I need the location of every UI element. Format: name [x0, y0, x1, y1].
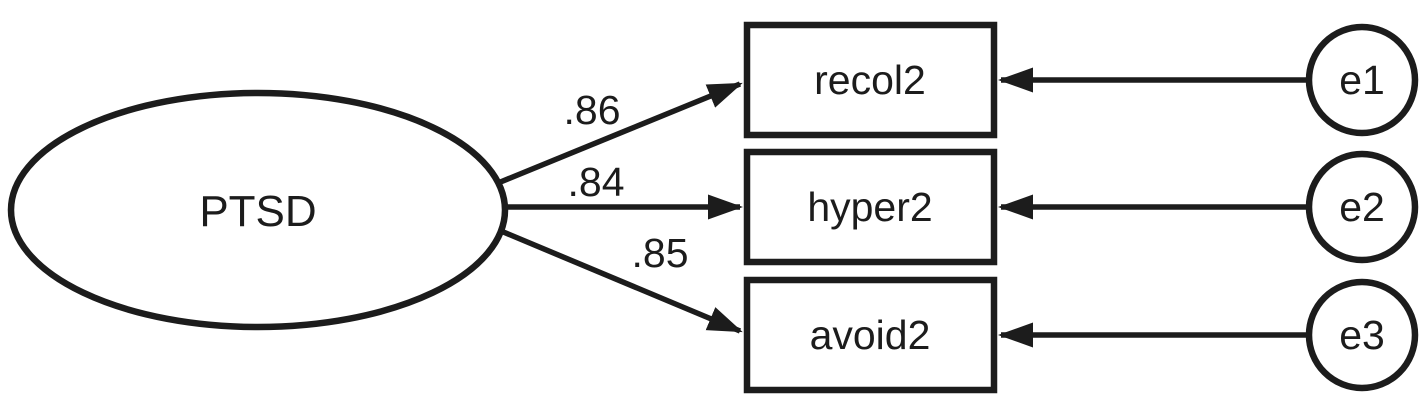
error-node-label: e1: [1339, 57, 1385, 103]
error-node-label: e2: [1339, 184, 1385, 230]
observed-node-hyper2: [743, 148, 998, 266]
loading-value-avoid2: .85: [632, 230, 689, 276]
observed-node-label: recol2: [814, 57, 926, 103]
error-node-e1: [1305, 23, 1419, 137]
error-node-e2: [1305, 150, 1419, 264]
observed-node-label: avoid2: [810, 312, 931, 358]
loading-value-recol2: .86: [564, 87, 621, 133]
loading-value-hyper2: .84: [568, 159, 625, 205]
observed-node-recol2: [743, 21, 998, 139]
observed-node-label: hyper2: [807, 184, 932, 230]
loading-path-avoid2: [499, 228, 743, 334]
loading-path-recol2: [496, 81, 743, 186]
error-node-e3: [1305, 278, 1419, 392]
observed-node-avoid2: [743, 276, 998, 394]
latent-node-ellipse: [7, 89, 509, 331]
latent-node-label: PTSD: [199, 187, 316, 236]
error-node-label: e3: [1339, 312, 1385, 358]
